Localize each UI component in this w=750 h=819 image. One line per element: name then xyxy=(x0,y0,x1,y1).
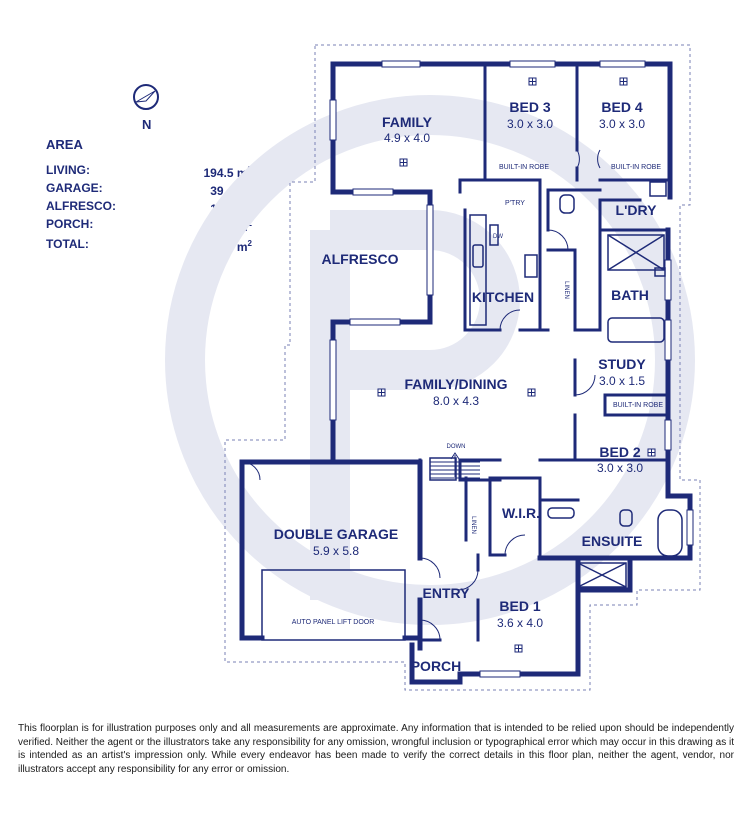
area-label: GARAGE: xyxy=(46,181,103,195)
dishwasher-label: DW xyxy=(493,234,503,240)
north-label: N xyxy=(142,117,152,132)
fixtures xyxy=(261,181,683,641)
windows xyxy=(329,60,694,678)
kitchen-name: KITCHEN xyxy=(472,289,534,305)
bed2-name: BED 2 xyxy=(599,444,640,460)
bed1-name: BED 1 xyxy=(499,598,540,614)
floor-plan: FAMILY 4.9 x 4.0 BED 3 3.0 x 3.0 BED 4 3… xyxy=(165,44,701,691)
bed4-dims: 3.0 x 3.0 xyxy=(599,117,645,131)
entry-name: ENTRY xyxy=(423,585,471,601)
family-dining-name: FAMILY/DINING xyxy=(405,376,508,392)
north-arrow-icon xyxy=(133,84,159,110)
linen-label-hall: LINEN xyxy=(563,281,569,299)
built-in-robe-label-bed3: BUILT-IN ROBE xyxy=(499,164,549,171)
family-dims: 4.9 x 4.0 xyxy=(384,131,430,145)
family-dining-dims: 8.0 x 4.3 xyxy=(433,394,479,408)
interior-walls xyxy=(410,62,670,684)
bath-name: BATH xyxy=(611,287,649,303)
bed4-name: BED 4 xyxy=(601,99,642,115)
area-title: AREA xyxy=(46,137,83,152)
area-label: PORCH: xyxy=(46,217,94,231)
eave-outline xyxy=(224,44,701,691)
bed2-dims: 3.0 x 3.0 xyxy=(597,461,643,475)
disclaimer-text: This floorplan is for illustration purpo… xyxy=(18,723,734,775)
down-label: DOWN xyxy=(447,444,466,450)
porch-name: PORCH xyxy=(411,658,462,674)
alfresco-name: ALFRESCO xyxy=(322,251,399,267)
family-name: FAMILY xyxy=(382,114,433,130)
ceiling-lights xyxy=(377,77,656,653)
steps xyxy=(430,452,480,479)
wir-name: W.I.R. xyxy=(502,505,540,521)
study-dims: 3.0 x 1.5 xyxy=(599,374,645,388)
double-garage-name: DOUBLE GARAGE xyxy=(274,526,398,542)
ensuite-name: ENSUITE xyxy=(582,533,643,549)
area-label: TOTAL: xyxy=(46,237,89,251)
built-in-robe-label-bed4: BUILT-IN ROBE xyxy=(611,164,661,171)
garage-door-label: AUTO PANEL LIFT DOOR xyxy=(292,619,375,626)
bed3-dims: 3.0 x 3.0 xyxy=(507,117,553,131)
area-label: ALFRESCO: xyxy=(46,199,116,213)
bed1-dims: 3.6 x 4.0 xyxy=(497,616,543,630)
bed3-name: BED 3 xyxy=(509,99,550,115)
door-swings xyxy=(241,149,601,641)
linen-label-entry: LINEN xyxy=(470,516,476,534)
pantry-label: P'TRY xyxy=(505,200,525,207)
built-in-robe-label-bed2: BUILT-IN ROBE xyxy=(613,402,663,409)
laundry-name: L'DRY xyxy=(616,202,658,218)
area-label: LIVING: xyxy=(46,163,90,177)
study-name: STUDY xyxy=(598,356,646,372)
double-garage-dims: 5.9 x 5.8 xyxy=(313,544,359,558)
